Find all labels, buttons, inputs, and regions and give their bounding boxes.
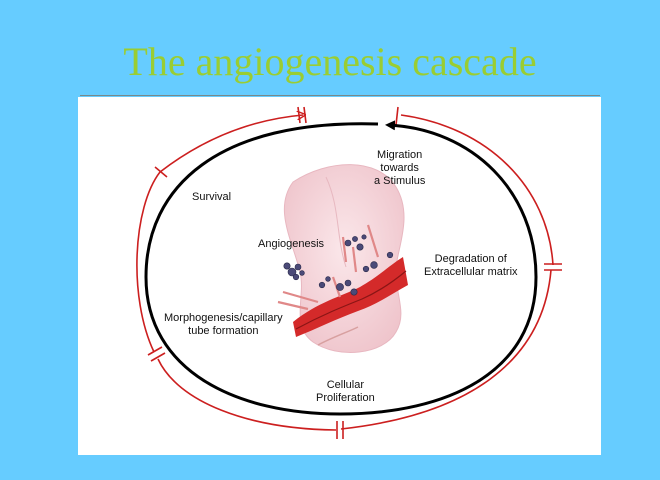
degradation-phase-arc: [340, 269, 552, 430]
label-degradation: Degradation of Extracellular matrix: [424, 253, 518, 278]
tissue-illustration: [283, 164, 405, 353]
label-migration: Migration towards a Stimulus: [374, 149, 426, 187]
label-morphogenesis: Morphogenesis/capillary tube formation: [164, 312, 283, 337]
label-proliferation: Cellular Proliferation: [316, 379, 375, 404]
title-divider: [80, 95, 600, 96]
phase-arcs: [136, 114, 554, 431]
migration-phase-arc: [400, 114, 554, 266]
survival-phase-arc: [159, 115, 303, 173]
diagram-figure: Survival Migration towards a Stimulus An…: [78, 97, 601, 455]
cycle-arrow: [144, 120, 538, 416]
angiogenesis-cycle-diagram: [136, 106, 562, 439]
proliferation-phase-arc: [157, 358, 337, 431]
morphogenesis-phase-arc: [136, 171, 161, 353]
endothelial-cell-clusters: [283, 234, 394, 296]
phase-separators: [147, 106, 562, 439]
label-survival: Survival: [192, 191, 232, 203]
label-angiogenesis: Angiogenesis: [258, 238, 325, 250]
slide-title: The angiogenesis cascade: [123, 39, 537, 84]
